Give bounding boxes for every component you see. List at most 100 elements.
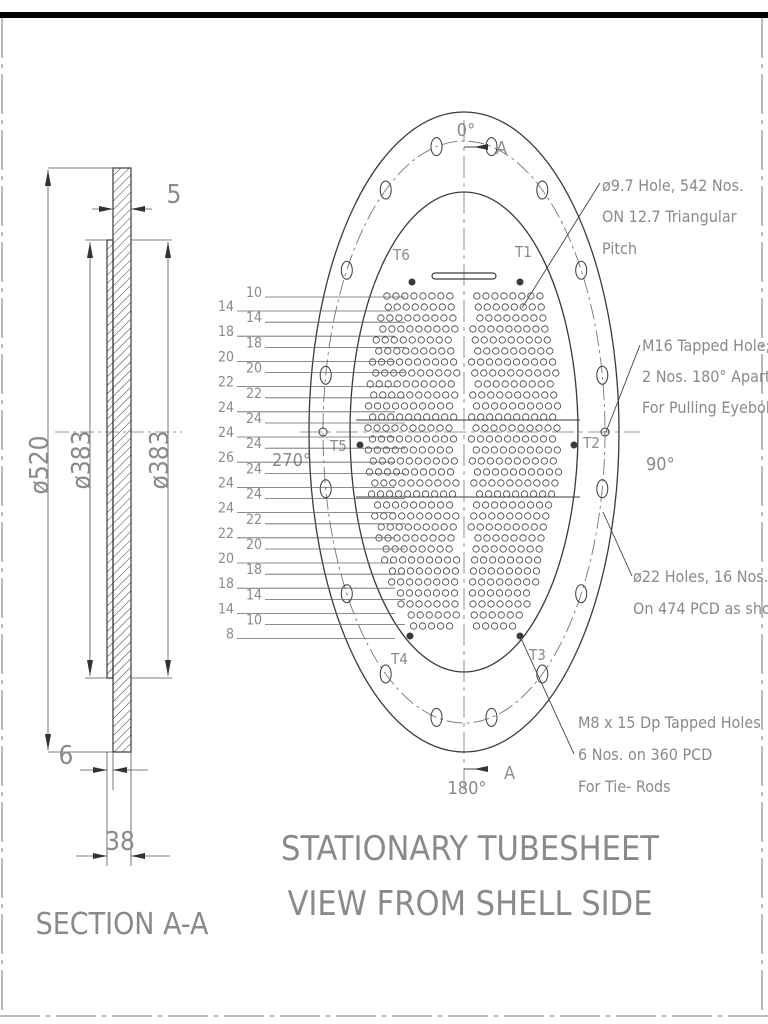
tube-hole — [505, 391, 513, 399]
tube-hole — [487, 600, 495, 608]
tube-hole — [375, 347, 383, 355]
tube-hole — [510, 534, 518, 542]
tube-hole — [441, 457, 449, 465]
tube-hole — [523, 578, 531, 586]
tube-hole — [404, 358, 413, 366]
tube-hole — [481, 402, 490, 410]
tube-hole — [433, 600, 441, 608]
tube-hole — [418, 402, 427, 410]
tube-hole — [499, 446, 507, 454]
tube-hole — [369, 413, 377, 421]
tube-hole — [410, 468, 419, 476]
tube-hole — [476, 314, 484, 322]
tube-hole — [442, 567, 450, 575]
tube-hole — [396, 589, 405, 597]
tube-hole — [535, 545, 543, 553]
tube-hole — [444, 369, 452, 377]
tube-hole — [407, 556, 416, 564]
tube-hole — [382, 446, 390, 454]
tube-hole — [490, 545, 498, 553]
tube-hole — [533, 512, 541, 520]
tube-hole — [422, 314, 430, 322]
tube-hole — [516, 336, 524, 344]
tube-hole — [488, 611, 496, 619]
tube-hole — [539, 435, 548, 443]
tube-hole — [372, 336, 380, 344]
tube-hole — [474, 380, 482, 388]
tube-hole — [380, 512, 388, 520]
tube-hole — [370, 391, 378, 399]
tube-hole — [526, 402, 535, 410]
tube-hole — [540, 413, 548, 421]
tube-hole — [534, 369, 542, 377]
tube-hole — [391, 424, 399, 432]
tie-rod-hole — [516, 278, 524, 286]
tube-hole — [496, 391, 504, 399]
tube-hole — [470, 556, 479, 564]
tube-hole — [432, 457, 440, 465]
tube-hole — [400, 402, 409, 410]
tube-hole — [472, 501, 481, 509]
tube-hole — [491, 468, 500, 476]
tube-hole — [482, 468, 491, 476]
tube-hole — [381, 336, 389, 344]
tube-hole — [400, 446, 408, 454]
tube-hole — [376, 490, 385, 498]
tube-hole — [400, 424, 408, 432]
tube-hole — [532, 391, 540, 399]
tube-hole — [399, 336, 407, 344]
tube-hole — [499, 501, 508, 509]
tube-hole — [420, 347, 428, 355]
bolt-hole — [319, 365, 332, 385]
tube-hole — [537, 303, 545, 311]
tube-hole — [469, 325, 477, 333]
tube-hole — [431, 358, 440, 366]
tube-hole — [424, 325, 432, 333]
row-count-inner: 24 — [246, 411, 262, 427]
tube-hole — [468, 589, 477, 597]
tube-hole — [369, 457, 377, 465]
row-count-outer: 24 — [218, 425, 234, 441]
tube-hole — [470, 512, 478, 520]
tube-hole — [469, 391, 477, 399]
tube-hole — [511, 490, 520, 498]
tube-hole — [431, 435, 440, 443]
tube-hole — [406, 600, 414, 608]
tube-hole — [481, 501, 490, 509]
tube-hole — [539, 523, 547, 531]
note-tapped-2: 2 Nos. 180° Apart — [642, 367, 768, 386]
tube-hole — [422, 435, 431, 443]
tube-hole — [373, 424, 381, 432]
note-tie-rod-1: M8 x 15 Dp Tapped Holes — [578, 713, 761, 732]
view-title-1: STATIONARY TUBESHEET — [281, 829, 659, 869]
tube-hole — [528, 303, 536, 311]
tube-hole — [492, 534, 500, 542]
tube-hole — [526, 424, 534, 432]
tube-hole — [483, 303, 491, 311]
tube-hole — [536, 292, 544, 300]
tube-hole — [440, 435, 449, 443]
tube-hole — [393, 380, 401, 388]
tube-hole — [478, 391, 486, 399]
section-a-a-view: ø520 ø383 ø383 5 6 38 SECTION A-A — [25, 167, 209, 942]
tube-hole — [378, 413, 386, 421]
tube-hole — [485, 314, 493, 322]
tube-hole — [490, 424, 498, 432]
bolt-pcd — [322, 140, 606, 724]
tube-hole — [366, 380, 374, 388]
dim-thickness: 38 — [105, 827, 135, 857]
tube-hole — [541, 391, 549, 399]
tube-hole — [427, 622, 436, 630]
tube-hole — [415, 391, 423, 399]
row-count-outer: 22 — [218, 526, 234, 542]
tube-hole — [440, 358, 449, 366]
tube-hole — [422, 358, 431, 366]
note-holes-3: Pitch — [602, 239, 637, 258]
tube-hole — [515, 512, 523, 520]
tube-hole — [490, 622, 499, 630]
tube-hole — [504, 589, 513, 597]
tube-hole — [515, 556, 524, 564]
tube-hole — [551, 479, 559, 487]
tube-hole — [432, 589, 441, 597]
tube-hole — [391, 501, 400, 509]
